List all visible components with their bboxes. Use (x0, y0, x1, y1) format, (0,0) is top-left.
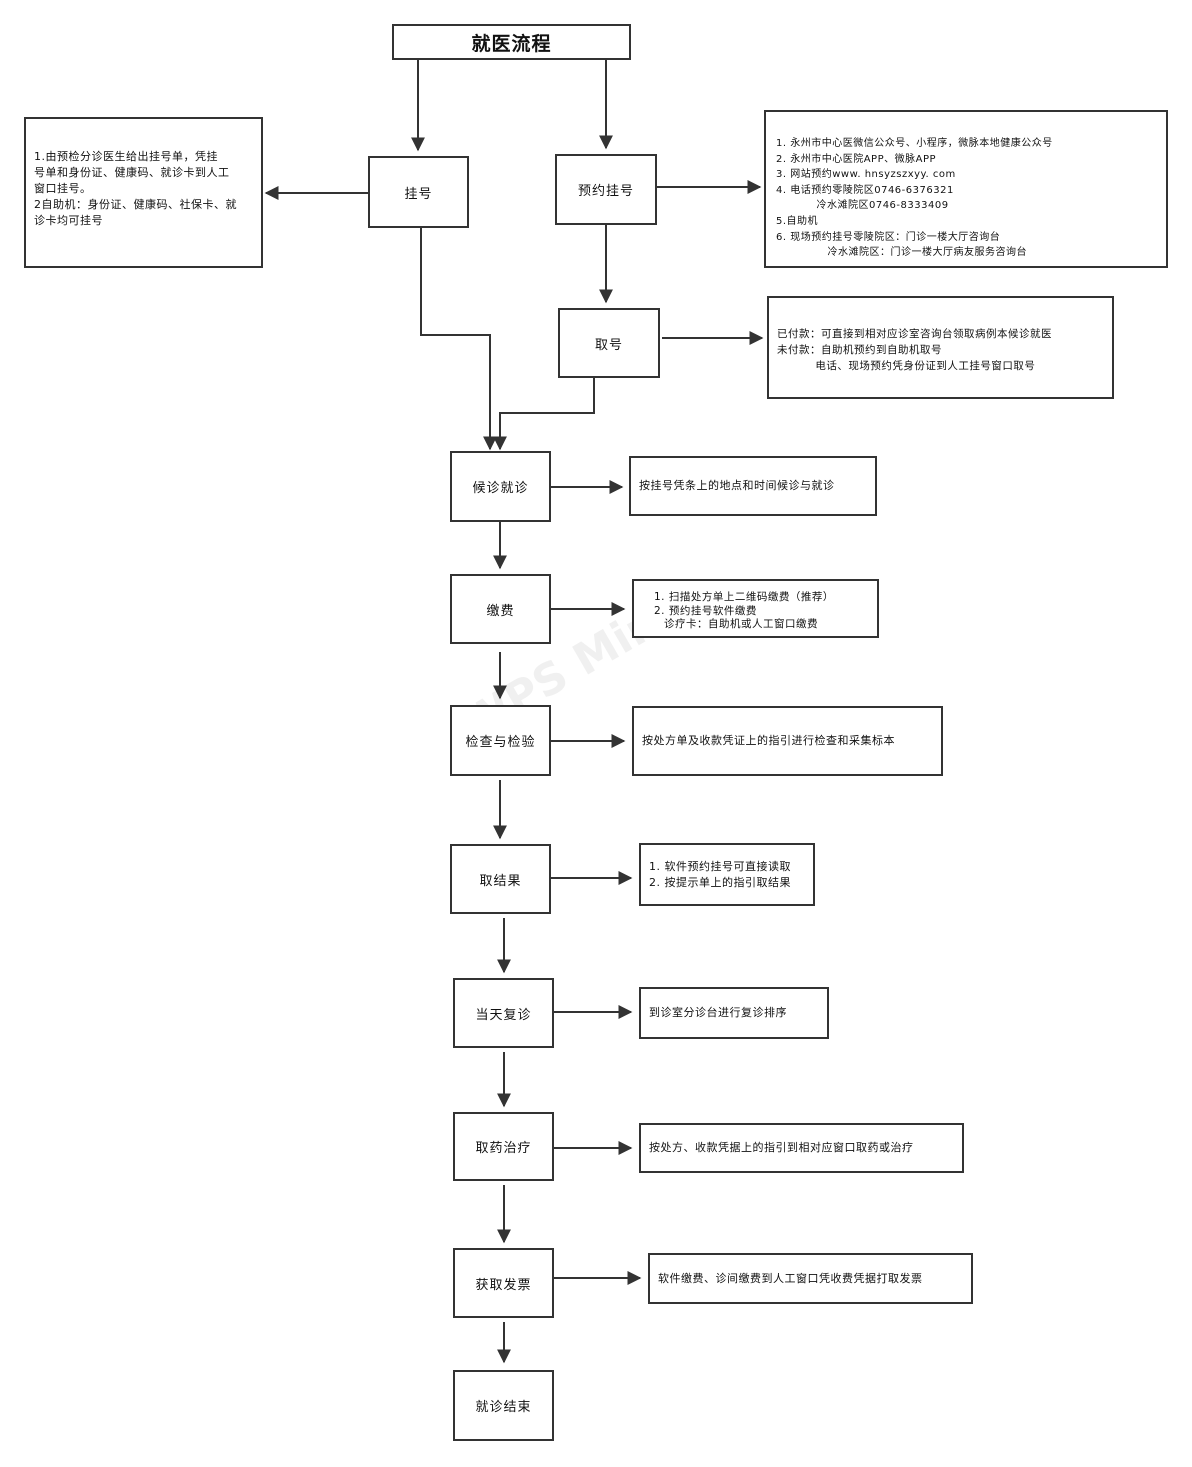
note-line: 2. 预约挂号软件缴费 (654, 604, 757, 617)
note-line: 按处方单及收款凭证上的指引进行检查和采集标本 (642, 734, 895, 747)
note-line: 3. 网站预约www. hnsyzszxyy. com (776, 169, 956, 181)
note-dangtian-fuzhen: 到诊室分诊台进行复诊排序 (639, 987, 829, 1039)
note-line: 2. 永州市中心医院APP、微脉APP (776, 153, 937, 165)
note-line: 按挂号凭条上的地点和时间候诊与就诊 (639, 479, 835, 492)
note-line: 4. 电话预约零陵院区0746-6376321 (776, 184, 954, 196)
note-line: 冷水滩院区：门诊一楼大厅病友服务咨询台 (776, 247, 1028, 259)
step-jiaofei: 缴费 (450, 574, 551, 644)
step-dangtian-fuzhen: 当天复诊 (453, 978, 554, 1048)
note-line: 1. 扫描处方单上二维码缴费（推荐） (654, 591, 834, 603)
note-jiancha-jianyan: 按处方单及收款凭证上的指引进行检查和采集标本 (632, 706, 943, 776)
step-huoqu-fapiao: 获取发票 (453, 1248, 554, 1318)
step-jiuzhen-jieshu: 就诊结束 (453, 1370, 554, 1441)
step-quyao-zhiliao: 取药治疗 (453, 1112, 554, 1181)
note-line: 诊卡均可挂号 (34, 214, 103, 227)
note-guahao: 1.由预检分诊医生给出挂号单，凭挂 号单和身份证、健康码、就诊卡到人工 窗口挂号… (24, 117, 263, 268)
note-line: 号单和身份证、健康码、就诊卡到人工 (34, 166, 230, 179)
note-line: 按处方、收款凭据上的指引到相对应窗口取药或治疗 (649, 1141, 914, 1154)
note-line: 1. 永州市中心医微信公众号、小程序，微脉本地健康公众号 (776, 138, 1053, 149)
note-line: 电话、现场预约凭身份证到人工挂号窗口取号 (777, 360, 1036, 372)
step-guahao: 挂号 (368, 156, 469, 228)
note-line: 诊疗卡：自助机或人工窗口缴费 (664, 618, 818, 630)
note-line: 1. 软件预约挂号可直接读取 (649, 860, 791, 873)
arrow-quhao-houzhen (493, 378, 595, 451)
note-yuyue-guahao: 1. 永州市中心医微信公众号、小程序，微脉本地健康公众号 2. 永州市中心医院A… (764, 110, 1168, 268)
note-line: 到诊室分诊台进行复诊排序 (649, 1006, 787, 1019)
note-line: 已付款：可直接到相对应诊室咨询台领取病例本候诊就医 (777, 328, 1052, 340)
step-qu-jieguo: 取结果 (450, 844, 551, 914)
note-line: 2自助机：身份证、健康码、社保卡、就 (34, 198, 237, 211)
note-line: 6. 现场预约挂号零陵院区：门诊一楼大厅咨询台 (776, 231, 1001, 243)
note-houzhen-jiuzhen: 按挂号凭条上的地点和时间候诊与就诊 (629, 456, 877, 516)
note-line: 软件缴费、诊间缴费到人工窗口凭收费凭据打取发票 (658, 1271, 923, 1285)
note-huoqu-fapiao: 软件缴费、诊间缴费到人工窗口凭收费凭据打取发票 (648, 1253, 973, 1304)
step-quhao: 取号 (558, 308, 660, 378)
note-quyao-zhiliao: 按处方、收款凭据上的指引到相对应窗口取药或治疗 (639, 1123, 964, 1173)
arrow-guahao-houzhen (420, 228, 497, 451)
step-jiancha-jianyan: 检查与检验 (450, 705, 551, 776)
note-quhao: 已付款：可直接到相对应诊室咨询台领取病例本候诊就医 未付款：自助机预约到自助机取… (767, 296, 1114, 399)
note-qu-jieguo: 1. 软件预约挂号可直接读取 2. 按提示单上的指引取结果 (639, 843, 815, 906)
flow-title: 就医流程 (392, 24, 631, 60)
step-yuyue-guahao: 预约挂号 (555, 154, 657, 225)
note-line: 5.自助机 (776, 215, 819, 227)
note-jiaofei: 1. 扫描处方单上二维码缴费（推荐） 2. 预约挂号软件缴费 诊疗卡：自助机或人… (632, 579, 879, 638)
note-line: 冷水滩院区0746-8333409 (776, 200, 949, 212)
note-line: 2. 按提示单上的指引取结果 (649, 876, 791, 889)
step-houzhen-jiuzhen: 候诊就诊 (450, 451, 551, 522)
note-line: 1.由预检分诊医生给出挂号单，凭挂 (34, 150, 218, 163)
note-line: 未付款：自助机预约到自助机取号 (777, 344, 942, 356)
note-line: 窗口挂号。 (34, 182, 92, 195)
